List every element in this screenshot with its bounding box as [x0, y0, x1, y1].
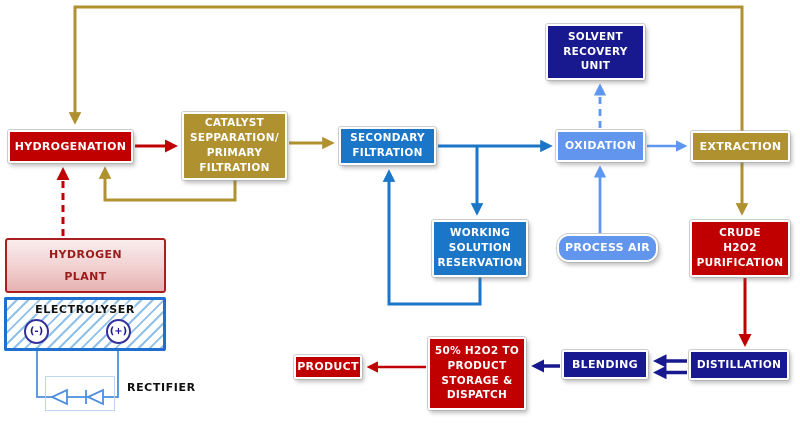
node-label: WORKING SOLUTION RESERVATION: [437, 227, 523, 269]
diode-icon: [85, 388, 104, 406]
flow-extraction-to-hydrogenation: [68, 5, 744, 132]
node-label: SECONDARY FILTRATION: [350, 132, 425, 159]
node-label: HYDROGENATION: [14, 139, 127, 153]
node-label: HYDROGEN PLANT: [48, 247, 123, 283]
node-oxidation: OXIDATION: [556, 130, 645, 162]
node-label: CATALYST SEPPARATION/ PRIMARY FILTRATION: [190, 117, 279, 174]
node-label: EXTRACTION: [699, 139, 782, 153]
node-process-air: PROCESS AIR: [557, 234, 658, 262]
node-electrolyser: ELECTROLYSER: [4, 297, 166, 351]
node-label: PRODUCT: [297, 360, 359, 374]
node-label: OXIDATION: [564, 139, 637, 153]
flow-catalyst-recycle-to-hydrogenation: [98, 166, 237, 202]
node-hydrogenation: HYDROGENATION: [8, 130, 133, 163]
node-label: 50% H2O2 TO PRODUCT STORAGE & DISPATCH: [434, 344, 520, 402]
electrolyser-positive-terminal: (+): [106, 319, 131, 344]
node-label: PROCESS AIR: [564, 241, 651, 255]
node-h2o2-storage-dispatch: 50% H2O2 TO PRODUCT STORAGE & DISPATCH: [428, 337, 526, 410]
wire-electrolyser-rectifier: [36, 350, 119, 398]
node-label: CRUDE H2O2 PURIFICATION: [696, 227, 784, 269]
node-secondary-filtration: SECONDARY FILTRATION: [339, 127, 436, 165]
flow-working-solution-to-secondary-filtration: [382, 169, 482, 306]
terminal-label: (+): [109, 326, 128, 337]
node-catalyst-separation: CATALYST SEPPARATION/ PRIMARY FILTRATION: [182, 112, 287, 180]
electrolyser-negative-terminal: (-): [24, 319, 49, 344]
node-product: PRODUCT: [294, 355, 362, 379]
node-solvent-recovery-unit: SOLVENT RECOVERY UNIT: [546, 24, 645, 80]
terminal-label: (-): [29, 326, 44, 337]
node-working-solution-reservation: WORKING SOLUTION RESERVATION: [432, 220, 528, 277]
node-blending: BLENDING: [562, 350, 648, 379]
node-crude-h2o2-purification: CRUDE H2O2 PURIFICATION: [690, 220, 790, 277]
node-distillation: DISTILLATION: [689, 350, 789, 380]
rectifier-label: RECTIFIER: [127, 381, 196, 394]
node-extraction: EXTRACTION: [691, 131, 790, 162]
diode-icon: [49, 388, 68, 406]
node-label: ELECTROLYSER: [35, 303, 135, 316]
node-hydrogen-plant: HYDROGEN PLANT: [5, 238, 166, 293]
node-label: BLENDING: [572, 357, 638, 371]
node-label: DISTILLATION: [696, 358, 782, 371]
node-rectifier: [45, 376, 115, 411]
node-label: SOLVENT RECOVERY UNIT: [563, 30, 628, 73]
